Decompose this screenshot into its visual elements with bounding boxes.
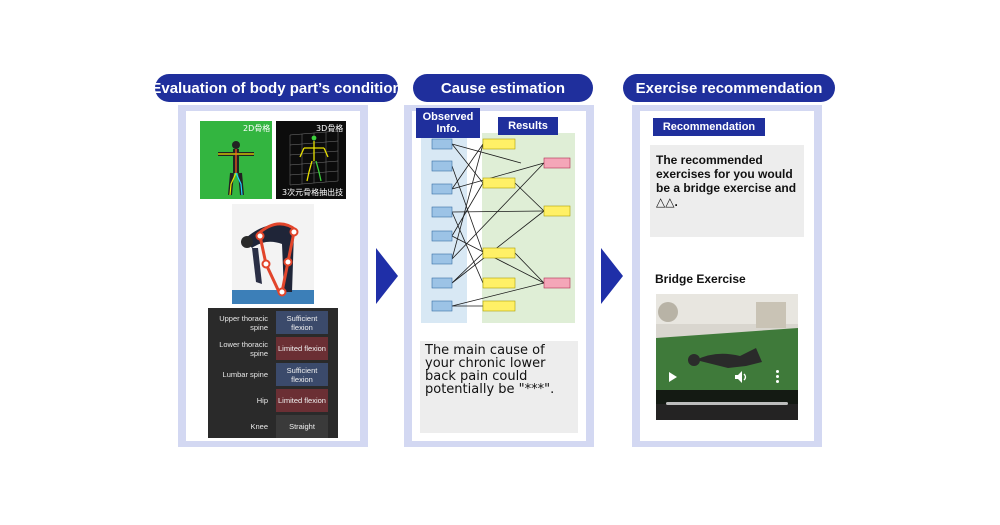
table-row: Lower thoracic spine Limited flexion bbox=[208, 336, 338, 361]
condition-value: Limited flexion bbox=[276, 337, 328, 360]
recommendation-text: The recommended exercises for you would … bbox=[656, 153, 797, 209]
label-3d-skeleton: 3D骨格 bbox=[316, 124, 344, 133]
body-part-label: Lower thoracic spine bbox=[219, 339, 268, 358]
body-part-label: Hip bbox=[256, 396, 268, 405]
body-part-evaluation-table: Upper thoracic spine Sufficient flexion … bbox=[208, 308, 338, 438]
cause-summary-text: The main cause of your chronic lower bac… bbox=[425, 343, 555, 397]
condition-value: Limited flexion bbox=[276, 389, 328, 412]
label-2d-skeleton: 2D骨格 bbox=[243, 124, 271, 133]
table-row: Upper thoracic spine Sufficient flexion bbox=[208, 310, 338, 335]
section-header-exercise-recommendation: Exercise recommendation bbox=[623, 74, 835, 102]
skeleton-2d-image: 2D骨格 bbox=[200, 121, 272, 199]
section-header-cause-estimation: Cause estimation bbox=[413, 74, 593, 102]
table-row: Knee Straight bbox=[208, 414, 338, 439]
video-title: Bridge Exercise bbox=[655, 272, 746, 286]
caption-3d-extraction: 3次元骨格抽出技術 bbox=[282, 188, 344, 197]
observed-info-tag: Observed Info. bbox=[416, 108, 480, 138]
skeleton-3d-image: 3D骨格 3次元骨格抽出技術 bbox=[276, 121, 346, 199]
body-part-label: Lumbar spine bbox=[222, 370, 268, 379]
cause-summary-box: The main cause of your chronic lower bac… bbox=[420, 341, 578, 433]
forward-bend-photo bbox=[232, 204, 314, 304]
section-header-evaluation: Evaluation of body part’s condition bbox=[151, 74, 402, 102]
body-part-label: Upper thoracic spine bbox=[219, 313, 268, 332]
recommendation-box: The recommended exercises for you would … bbox=[650, 145, 804, 237]
bridge-exercise-video[interactable] bbox=[656, 294, 798, 420]
condition-value: Sufficient flexion bbox=[276, 363, 328, 386]
flow-arrow-icon bbox=[601, 248, 623, 304]
play-button[interactable] bbox=[669, 372, 677, 382]
flow-arrow-icon bbox=[376, 248, 398, 304]
results-tag: Results bbox=[498, 117, 558, 135]
table-row: Hip Limited flexion bbox=[208, 388, 338, 413]
condition-value: Sufficient flexion bbox=[276, 311, 328, 334]
volume-icon[interactable] bbox=[735, 371, 749, 383]
recommendation-tag: Recommendation bbox=[653, 118, 765, 136]
body-part-label: Knee bbox=[250, 422, 268, 431]
condition-value: Straight bbox=[276, 415, 328, 438]
cause-network-diagram bbox=[431, 138, 571, 312]
table-row: Lumbar spine Sufficient flexion bbox=[208, 362, 338, 387]
more-options-icon[interactable] bbox=[776, 370, 779, 383]
